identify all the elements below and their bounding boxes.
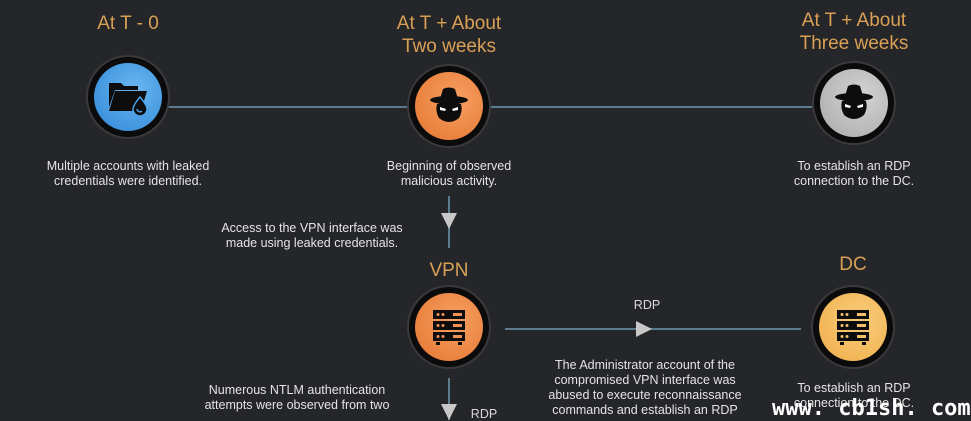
admin-abuse-description: The Administrator account of the comprom… xyxy=(548,358,742,417)
dc-title: DC xyxy=(839,254,867,275)
rdp-dc-node xyxy=(814,63,894,143)
rdp-label: RDP xyxy=(633,298,661,312)
stage-description: Multiple accounts with leaked credential… xyxy=(46,159,210,188)
arrow-down-icon xyxy=(441,213,457,229)
rdp-connector xyxy=(505,328,801,330)
stage-title: At T + About Two weeks xyxy=(396,13,502,57)
vpn-node xyxy=(409,287,489,367)
watermark: www. cb1sh. com xyxy=(772,396,971,421)
stage-description: To establish an RDP connection to the DC… xyxy=(793,159,915,188)
stage-title: At T - 0 xyxy=(97,13,159,34)
hacker-icon xyxy=(835,84,873,119)
dc-node xyxy=(813,287,893,367)
malicious-activity-node xyxy=(409,66,489,146)
stage-title: At T + About Three weeks xyxy=(799,10,909,54)
timeline-connector xyxy=(168,106,812,108)
ntlm-description: Numerous NTLM authentication attempts we… xyxy=(204,383,390,412)
leaked-credentials-node xyxy=(88,57,168,137)
arrow-right-icon xyxy=(636,321,652,337)
rdp-label: RDP xyxy=(470,407,498,421)
vpn-access-description: Access to the VPN interface was made usi… xyxy=(221,221,403,250)
vertical-connector-2 xyxy=(448,378,450,420)
server-icon xyxy=(837,310,869,345)
server-icon xyxy=(433,310,465,345)
hacker-icon xyxy=(430,87,468,122)
leaked-folder-icon xyxy=(109,83,148,117)
arrow-down-icon xyxy=(441,404,457,420)
stage-description: Beginning of observed malicious activity… xyxy=(386,159,512,188)
dc-description: To establish an RDP connection to the DC… xyxy=(793,381,915,410)
vpn-title: VPN xyxy=(429,260,469,281)
